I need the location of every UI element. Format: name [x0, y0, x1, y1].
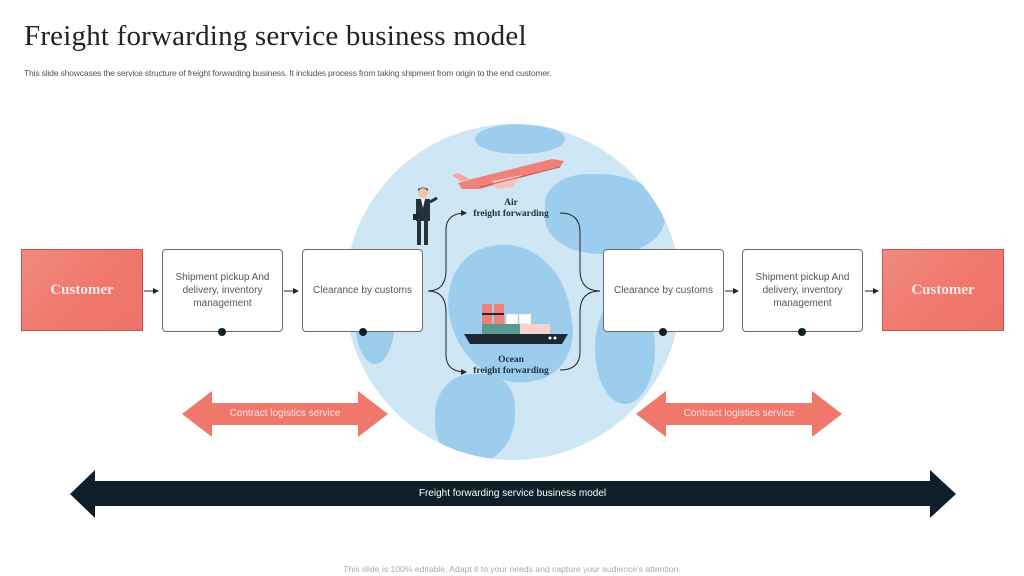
- air-freight-label: Air freight forwarding: [456, 198, 566, 220]
- customs-box-left: Clearance by customs: [302, 249, 423, 332]
- connector-dot: [218, 328, 226, 336]
- air-label-line1: Air: [504, 198, 518, 208]
- footer-note: This slide is 100% editable. Adapt it to…: [343, 564, 681, 574]
- customer-box-left: Customer: [21, 249, 143, 331]
- business-model-label: Freight forwarding service business mode…: [418, 488, 607, 499]
- pickup-box-right: Shipment pickup And delivery, inventory …: [742, 249, 863, 332]
- air-label-line2: freight forwarding: [473, 209, 549, 219]
- airplane-icon: [452, 159, 564, 189]
- contract-logistics-label-right: Contract logistics service: [683, 408, 795, 419]
- customer-box-right: Customer: [882, 249, 1004, 331]
- cargo-ship-icon: [464, 304, 568, 344]
- page-title: Freight forwarding service business mode…: [24, 20, 527, 52]
- model-arrow-shape: [70, 470, 956, 518]
- connector-dot: [659, 328, 667, 336]
- businessman-icon: [413, 187, 438, 245]
- contract-arrow-right-shape: [636, 391, 842, 437]
- customs-box-right: Clearance by customs: [603, 249, 724, 332]
- contract-logistics-label-left: Contract logistics service: [229, 408, 341, 419]
- pickup-box-left: Shipment pickup And delivery, inventory …: [162, 249, 283, 332]
- ocean-freight-label: Ocean freight forwarding: [456, 355, 566, 377]
- page-subtitle: This slide showcases the service structu…: [24, 68, 552, 78]
- contract-arrow-left-shape: [182, 391, 388, 437]
- connector-dot: [798, 328, 806, 336]
- ocean-label-line2: freight forwarding: [473, 366, 549, 376]
- ocean-label-line1: Ocean: [498, 355, 524, 365]
- connector-dot: [359, 328, 367, 336]
